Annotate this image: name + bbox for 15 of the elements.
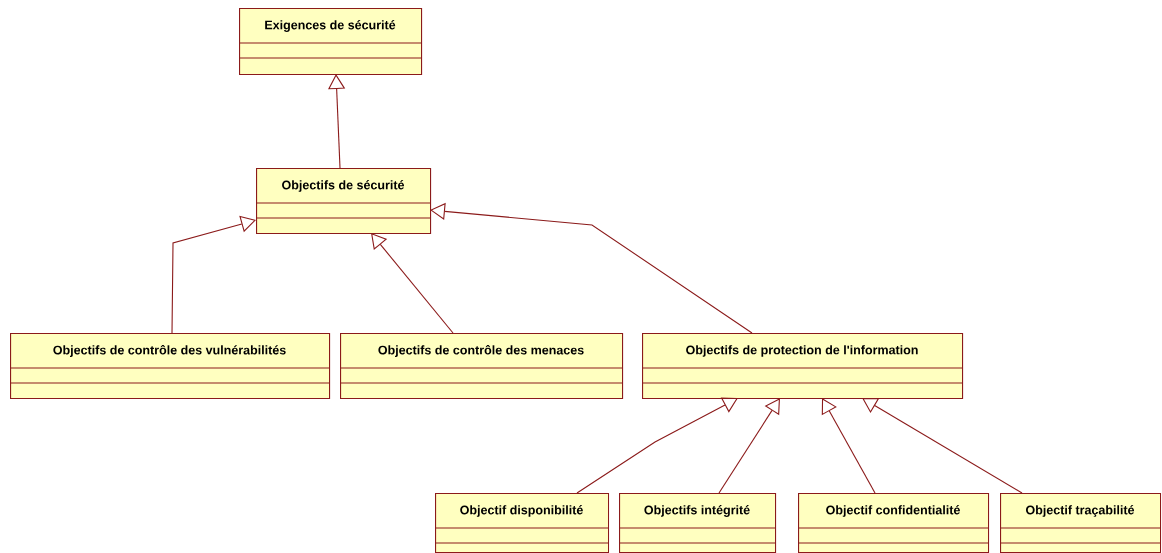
class-box: Objectifs de contrôle des menaces (339, 333, 624, 400)
class-box: Objectif traçabilité (999, 493, 1162, 553)
generalization-arrow (576, 397, 738, 494)
class-box: Objectifs de contrôle des vulnérabilités (9, 333, 331, 400)
class-box: Objectif confidentialité (797, 493, 990, 553)
class-box: Exigences de sécurité (238, 8, 423, 76)
class-box: Objectifs de protection de l'information (641, 333, 964, 400)
generalization-arrow (821, 398, 876, 494)
class-box: Objectif disponibilité (434, 493, 610, 553)
generalization-arrow (862, 398, 1023, 494)
class-box: Objectifs de sécurité (255, 168, 432, 235)
generalization-arrow (718, 398, 780, 494)
class-box: Objectifs intégrité (618, 493, 777, 553)
generalization-arrow (171, 215, 256, 334)
generalization-arrow (371, 233, 454, 334)
